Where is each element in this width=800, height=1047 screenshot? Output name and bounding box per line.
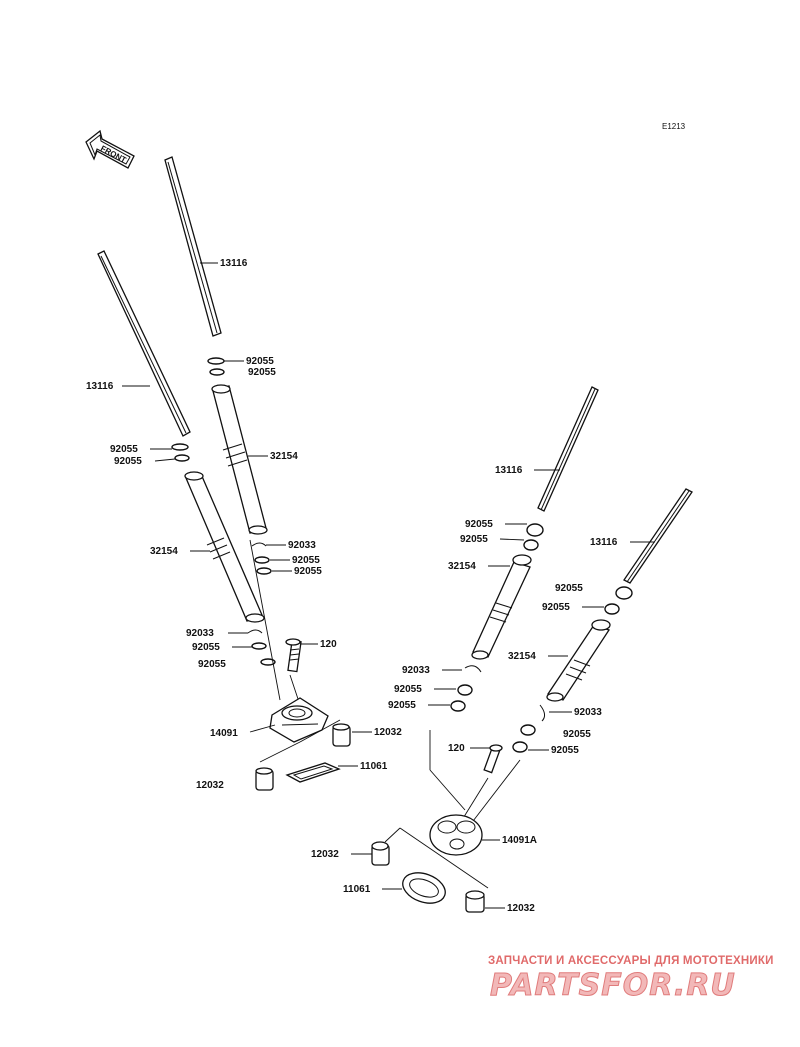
- label-92055-f: 92055: [294, 566, 322, 577]
- label-92033-a: 92033: [288, 540, 316, 551]
- label-14091: 14091: [210, 728, 238, 739]
- label-92055-b: 92055: [248, 367, 276, 378]
- label-11061-b: 11061: [343, 884, 371, 895]
- label-92055-i: 92055: [465, 519, 493, 530]
- label-92055-g: 92055: [192, 642, 220, 653]
- label-32154-a: 32154: [270, 451, 298, 462]
- label-11061-a: 11061: [360, 761, 388, 772]
- label-92055-a: 92055: [246, 356, 274, 367]
- label-92033-c: 92033: [402, 665, 430, 676]
- label-92055-n: 92055: [388, 700, 416, 711]
- label-92033-d: 92033: [574, 707, 602, 718]
- watermark: ЗАПЧАСТИ И АКСЕССУАРЫ ДЛЯ МОТОТЕХНИКИ PA…: [488, 955, 774, 1004]
- push-rod-left: [97, 250, 191, 437]
- label-120-a: 120: [320, 639, 337, 650]
- tappet-holder-left: [269, 697, 329, 743]
- label-120-b: 120: [448, 743, 465, 754]
- label-92055-c: 92055: [110, 444, 138, 455]
- label-92055-o: 92055: [563, 729, 591, 740]
- label-13116-c: 13116: [495, 465, 523, 476]
- bolt-120-right: [483, 744, 503, 774]
- label-12032-a: 12032: [374, 727, 402, 738]
- label-13116-a: 13116: [220, 258, 248, 269]
- label-92055-m: 92055: [394, 684, 422, 695]
- clip-rings-right: [450, 665, 546, 753]
- label-12032-b: 12032: [196, 780, 224, 791]
- push-rod-right-b: [623, 488, 693, 584]
- clip-rings-mid-left: [247, 542, 276, 666]
- watermark-subtitle: ЗАПЧАСТИ И АКСЕССУАРЫ ДЛЯ МОТОТЕХНИКИ: [488, 955, 774, 967]
- label-92055-l: 92055: [542, 602, 570, 613]
- label-32154-b: 32154: [150, 546, 178, 557]
- tappet-left-a: [332, 723, 351, 747]
- push-rod-right-a: [537, 386, 599, 512]
- label-92055-j: 92055: [460, 534, 488, 545]
- push-rod-tube-right-a: [471, 554, 532, 660]
- gasket-left: [285, 762, 341, 783]
- tappet-right-b: [465, 890, 485, 913]
- label-92033-b: 92033: [186, 628, 214, 639]
- label-32154-c: 32154: [448, 561, 476, 572]
- label-13116-d: 13116: [590, 537, 618, 548]
- seal-rings-right-upper: [523, 523, 633, 615]
- seal-rings-upper: [171, 357, 225, 462]
- tappet-left-b: [255, 767, 274, 791]
- watermark-brand: PARTSFOR.RU: [490, 968, 736, 1003]
- label-13116-b: 13116: [86, 381, 114, 392]
- label-92055-e: 92055: [292, 555, 320, 566]
- label-92055-d: 92055: [114, 456, 142, 467]
- label-92055-k: 92055: [555, 583, 583, 594]
- tappet-right-a: [371, 841, 390, 866]
- label-14091A: 14091A: [502, 835, 537, 846]
- gasket-right: [402, 872, 446, 904]
- label-92055-h: 92055: [198, 659, 226, 670]
- label-12032-d: 12032: [507, 903, 535, 914]
- diagram-code: E1213: [662, 122, 686, 131]
- push-rod-upper-left: [164, 156, 222, 337]
- push-rod-tube-right-b: [546, 619, 611, 702]
- label-92055-p: 92055: [551, 745, 579, 756]
- push-rod-tube-upper-left: [211, 384, 268, 535]
- label-32154-d: 32154: [508, 651, 536, 662]
- push-rod-tube-lower-left: [184, 471, 265, 623]
- front-arrow-icon: FRONT: [85, 129, 135, 169]
- tappet-holder-right: [429, 814, 483, 856]
- label-12032-c: 12032: [311, 849, 339, 860]
- bolt-120-left: [285, 638, 302, 673]
